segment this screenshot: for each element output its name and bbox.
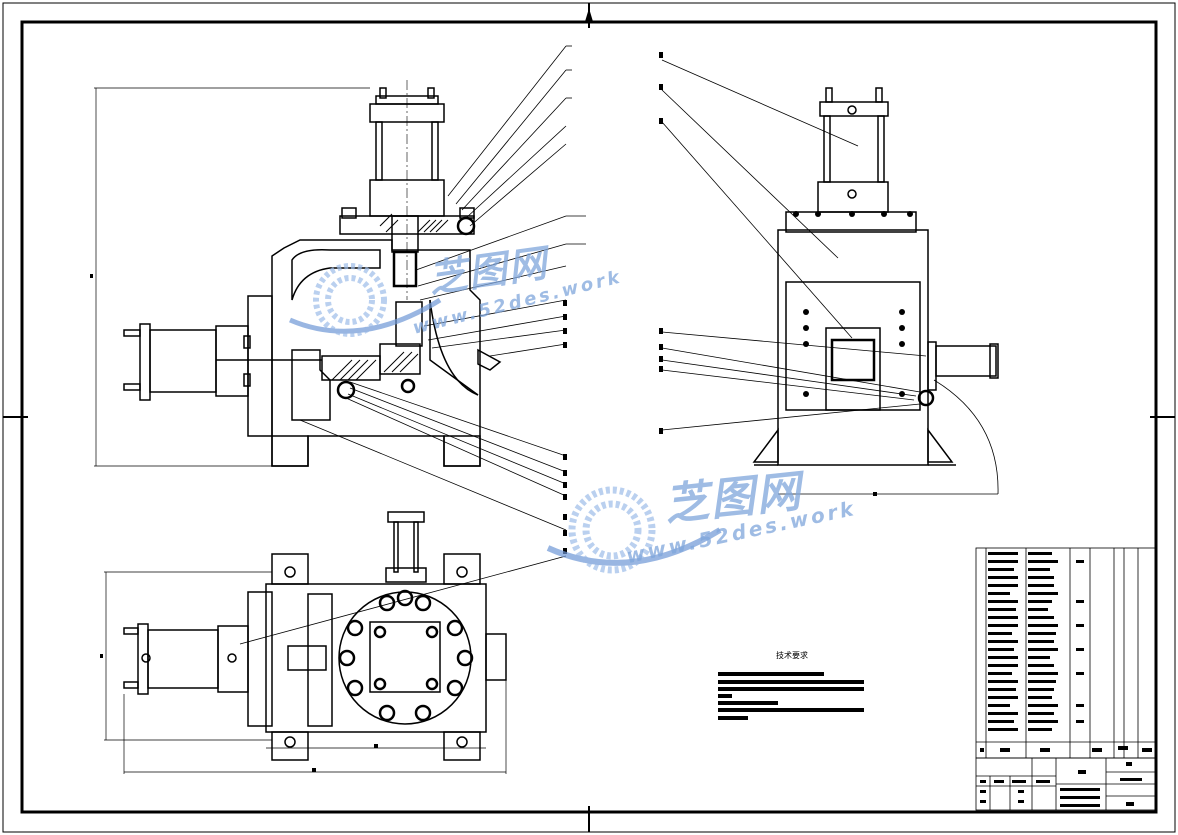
title-block-text: [980, 762, 1142, 807]
top-view: [104, 511, 567, 774]
front-section-view: [90, 80, 502, 467]
parts-list-rows: [980, 552, 1152, 752]
title-block: [975, 757, 1157, 811]
parts-list: [975, 547, 1157, 759]
tech-requirements-lines: [718, 672, 864, 720]
tech-requirements-title: 技术要求: [776, 651, 808, 660]
side-view-balloons: [659, 52, 877, 496]
side-view-leaders: [661, 59, 927, 431]
watermark-globe-2: [546, 486, 722, 574]
front-view-balloons: [563, 300, 567, 554]
side-view: [752, 87, 999, 495]
top-view-marks: [100, 654, 378, 772]
watermark-globe-1: [289, 263, 442, 337]
front-view-leaders: [299, 45, 586, 531]
